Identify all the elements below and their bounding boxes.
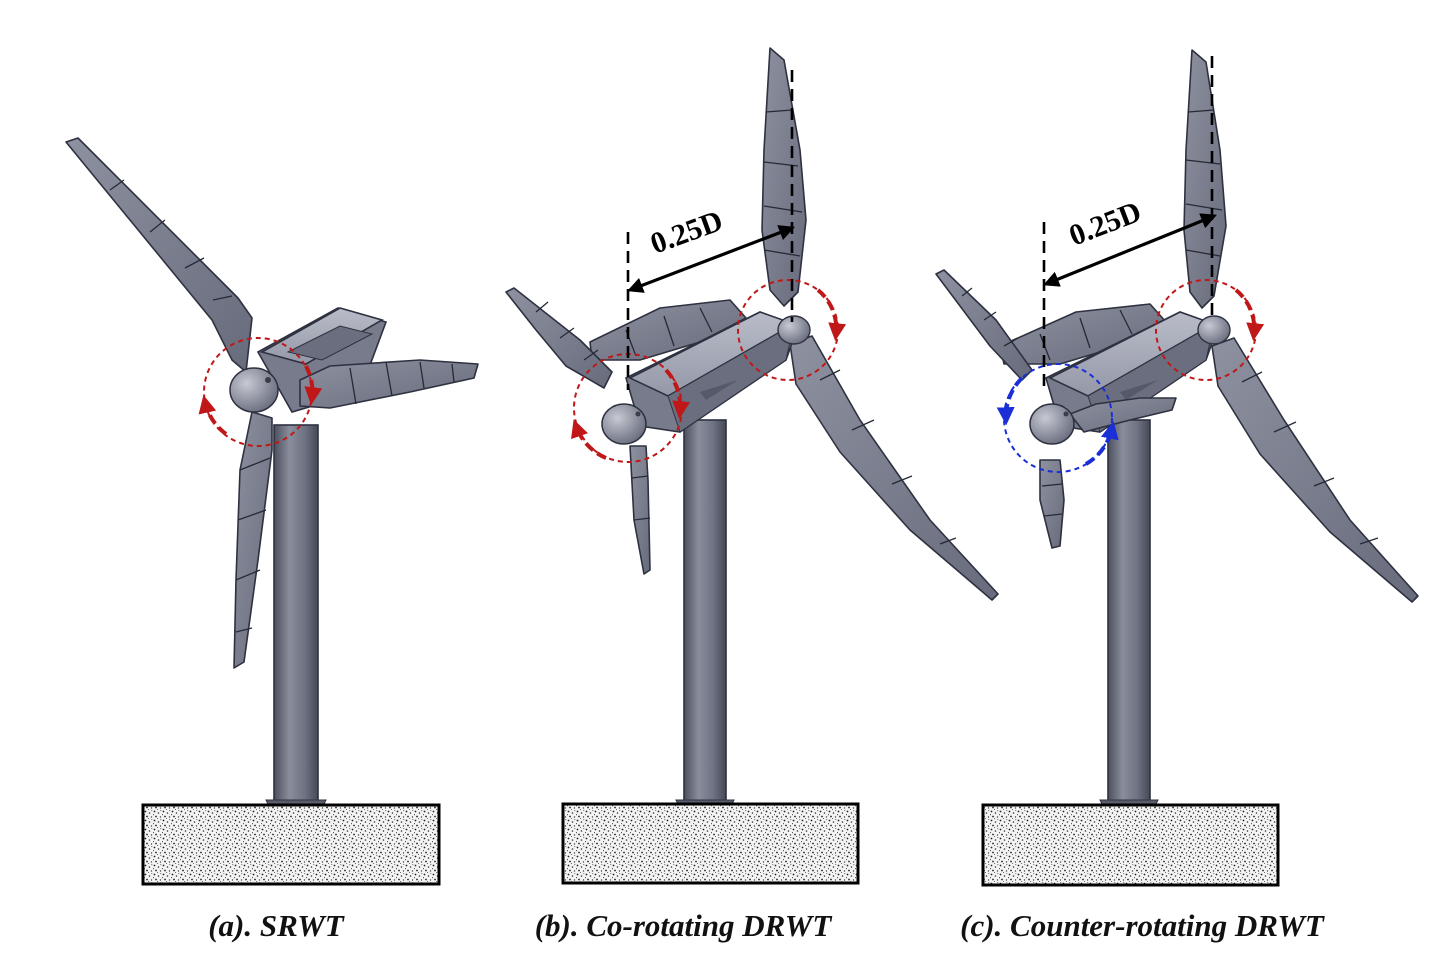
rotation-arrow-counter [1084,420,1119,466]
rotation-arrow [816,288,847,342]
blade-section-lines [1185,109,1223,257]
blade-section-lines [1241,371,1379,545]
blade-section-lines [631,475,651,521]
tower [683,419,727,806]
blade [1039,459,1065,549]
blade [935,269,1033,381]
dimension-arrow [627,225,795,293]
rotation-arrow [664,368,691,420]
rotation-indicator-counter [1003,363,1113,473]
rotation-arrow [304,365,323,406]
hub-spinner [1029,403,1075,445]
tower [273,424,319,806]
blade [789,335,999,601]
hub-spinner [777,315,811,345]
panel-b-co-rotating-drwt: 0.25D (b). Co-rotating DRWT [505,47,999,943]
panel-c-counter-rotating-drwt: 0.25D (c). Counter-rotating DRWT [935,49,1419,943]
blade-section-lines [961,287,1019,347]
blade-section-lines [235,457,271,633]
foundation-block [981,803,1280,887]
tower [1107,419,1151,807]
blade [233,411,273,669]
blade-section-lines [763,109,803,257]
hub-spinner [229,367,279,413]
panel-caption: (c). Counter-rotating DRWT [960,908,1325,943]
panel-caption: (a). SRWT [208,908,345,943]
foundation-block [561,802,860,885]
hub-spinner [601,403,647,445]
blade-section-lines [349,361,455,405]
blade [299,359,479,409]
rotation-arrow-counter [996,376,1024,426]
blade [1211,337,1419,603]
blade [65,137,253,373]
spacing-label: 0.25D [1065,195,1146,252]
foundation-block [141,803,441,886]
rotation-arrow [198,394,228,436]
spacing-label: 0.25D [646,204,727,260]
blade-section-lines [109,179,233,301]
hub-spinner [1197,315,1231,345]
blade-section-lines [1041,483,1063,517]
panel-caption: (b). Co-rotating DRWT [535,908,833,943]
blade-section-lines [535,301,599,361]
blade [761,47,807,307]
blade [629,445,651,575]
panel-a-srwt: (a). SRWT [65,137,479,943]
blade [505,287,613,389]
blade [1183,49,1227,309]
rotation-arrow [571,419,607,460]
blade [1069,397,1177,433]
rotation-arrow [1234,288,1265,342]
dimension-arrow [1043,213,1217,287]
blade-section-lines [819,369,957,545]
